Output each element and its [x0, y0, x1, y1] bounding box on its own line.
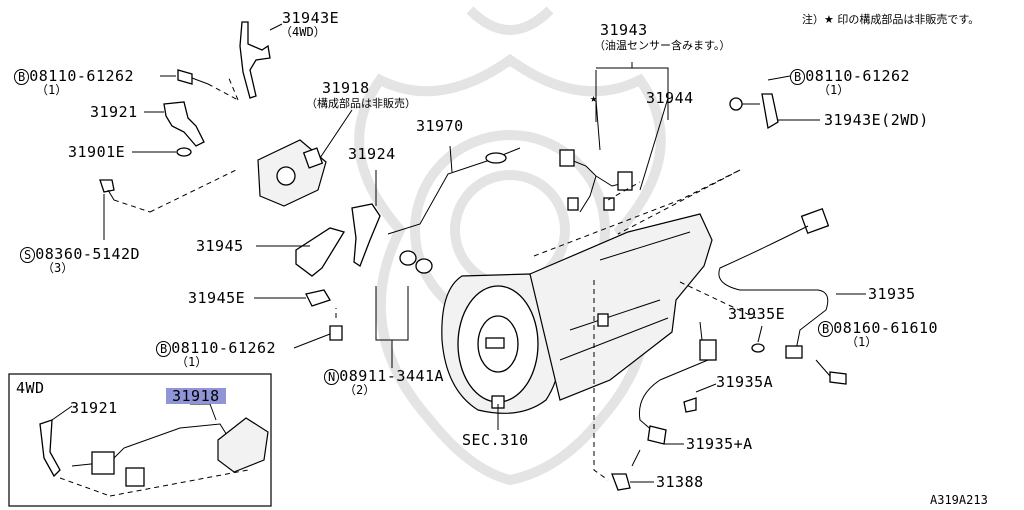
label-31943e-2wd: 31943E(2WD) — [824, 111, 929, 129]
bolt-08160 — [815, 359, 847, 385]
bolt-prefix-icon: B — [14, 69, 30, 85]
inset-label-31918-highlighted[interactable]: 31918 — [166, 388, 226, 404]
label-31918: 31918 — [322, 79, 370, 97]
label-31970: 31970 — [416, 117, 464, 135]
label-31945: 31945 — [196, 237, 244, 255]
bolt-right-number: 08160-61610 — [833, 319, 939, 337]
label-sec310: SEC.310 — [462, 431, 529, 449]
label-31388: 31388 — [656, 473, 704, 491]
label-31935-plus-a: 31935+A — [686, 435, 753, 453]
nut-qty: （2） — [344, 383, 376, 397]
leader-lines — [497, 97, 703, 430]
label-31924: 31924 — [348, 145, 396, 163]
bracket-31924 — [351, 170, 381, 267]
nut-prefix-icon: N — [324, 369, 340, 385]
pin-31901e — [132, 147, 192, 157]
inset-label-31921: 31921 — [70, 399, 118, 417]
bolt-right-qty: （1） — [846, 335, 878, 349]
bolt-mid-qty: （1） — [176, 355, 208, 369]
label-31943: 31943 — [600, 21, 648, 39]
bolt-top-right-qty: （1） — [818, 83, 850, 97]
bolt-top-left-number: 08110-61262 — [29, 67, 135, 85]
bolt-mid-number: 08110-61262 — [171, 339, 277, 357]
cable-31970 — [387, 145, 521, 235]
label-31935: 31935 — [868, 285, 916, 303]
diagram-code: A319A213 — [930, 493, 988, 507]
clip-31388 — [611, 473, 654, 491]
bolt-08110-mid — [293, 308, 343, 349]
transmission-assembly — [441, 169, 757, 481]
bolt-prefix-icon: B — [818, 321, 834, 337]
inset-title: 4WD — [16, 379, 45, 397]
bolt-08110-top-right — [617, 75, 820, 235]
clip-31945e — [254, 289, 331, 307]
bracket-31943e-4wd — [239, 21, 283, 99]
bolt-top-left-qty: （1） — [36, 83, 68, 97]
bolt-top-right-number: 08110-61262 — [805, 67, 911, 85]
screw-number: 08360-5142D — [35, 245, 141, 263]
label-31944: 31944 — [646, 89, 694, 107]
label-31901e: 31901E — [68, 143, 126, 161]
bolt-prefix-icon: B — [790, 69, 806, 85]
sensor-31935 — [718, 207, 866, 359]
label-31943e-4wd: 31943E — [282, 9, 340, 27]
bolt-prefix-icon: B — [156, 341, 172, 357]
label-31935a: 31935A — [716, 373, 774, 391]
sensor-31935a — [631, 339, 717, 467]
label-31935e: 31935E — [728, 305, 786, 323]
screw-qty: （3） — [42, 261, 74, 275]
nut-08911 — [375, 250, 433, 368]
lever-31921 — [144, 101, 205, 147]
inset-4wd-box — [8, 373, 272, 507]
label-31943-note: （油温センサー含みます。） — [594, 39, 731, 52]
star-mark: ★ — [590, 91, 598, 105]
label-31918-note: （構成部品は非販売） — [306, 97, 416, 110]
screw-prefix-icon: S — [20, 247, 36, 263]
label-31943e-4wd-sub: （4WD） — [280, 25, 326, 39]
bracket-31945 — [256, 227, 346, 277]
harness-31943 — [559, 62, 669, 213]
switch-31918 — [257, 109, 353, 207]
note-text: 注）★ 印の構成部品は非販売です。 — [802, 13, 980, 26]
bolt-08110-top-left — [160, 69, 239, 101]
screw-08360 — [99, 169, 237, 240]
label-31945e: 31945E — [188, 289, 246, 307]
nut-number: 08911-3441A — [339, 367, 445, 385]
label-31921: 31921 — [90, 103, 138, 121]
